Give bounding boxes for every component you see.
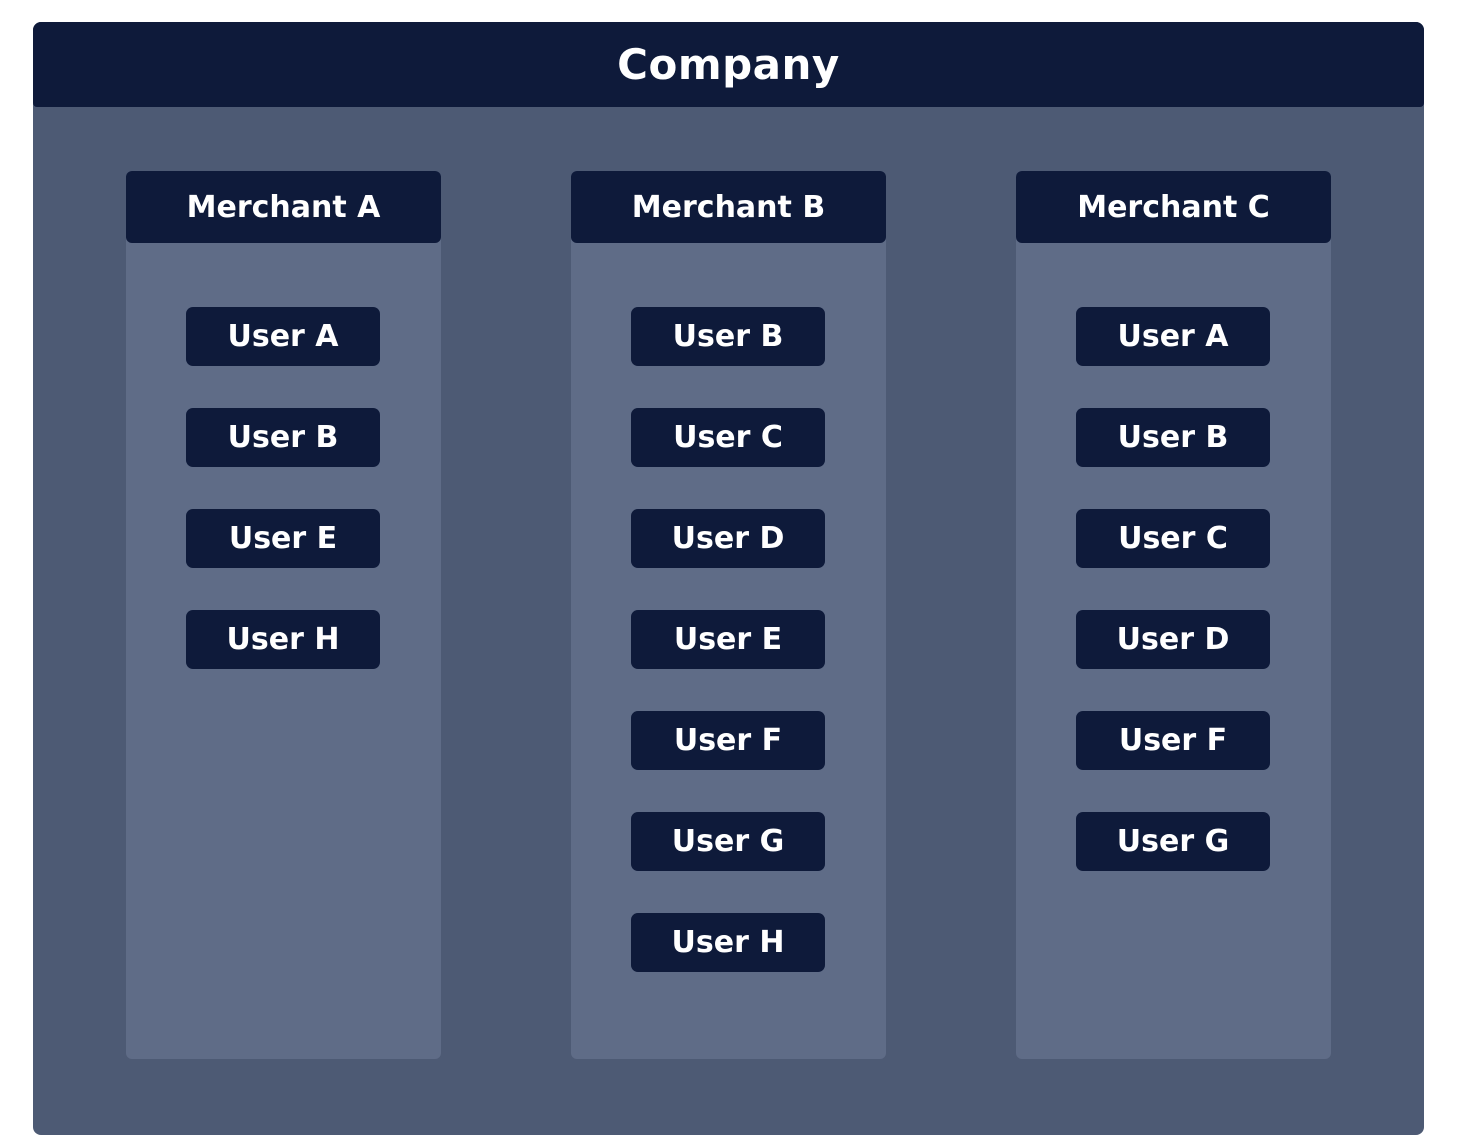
company-title: Company	[617, 40, 840, 89]
user-label: User G	[1116, 824, 1230, 859]
user-node[interactable]: User G	[1076, 812, 1270, 871]
merchant-b-title: Merchant B	[631, 189, 826, 225]
user-label: User B	[672, 319, 784, 354]
user-label: User F	[673, 723, 783, 758]
user-node[interactable]: User C	[1076, 509, 1270, 568]
user-node[interactable]: User B	[186, 408, 380, 467]
user-label: User D	[671, 521, 785, 556]
company-header: Company	[33, 22, 1424, 107]
user-label: User E	[228, 521, 338, 556]
user-node[interactable]: User G	[631, 812, 825, 871]
user-node[interactable]: User D	[631, 509, 825, 568]
user-node[interactable]: User F	[631, 711, 825, 770]
user-label: User H	[671, 925, 785, 960]
merchant-b-column: Merchant B User B User C User D User E U…	[571, 171, 886, 1059]
user-label: User C	[673, 420, 783, 455]
user-label: User E	[673, 622, 783, 657]
user-node[interactable]: User C	[631, 408, 825, 467]
user-label: User F	[1118, 723, 1228, 758]
merchant-b-user-list: User B User C User D User E User F User …	[631, 307, 826, 1014]
user-label: User B	[227, 420, 339, 455]
user-label: User B	[1117, 420, 1229, 455]
user-node[interactable]: User E	[186, 509, 380, 568]
user-label: User A	[227, 319, 339, 354]
user-node[interactable]: User F	[1076, 711, 1270, 770]
merchant-c-user-list: User A User B User C User D User F User …	[1076, 307, 1271, 913]
user-node[interactable]: User A	[186, 307, 380, 366]
user-label: User C	[1118, 521, 1228, 556]
user-label: User A	[1117, 319, 1229, 354]
user-node[interactable]: User D	[1076, 610, 1270, 669]
user-label: User H	[226, 622, 340, 657]
user-label: User G	[671, 824, 785, 859]
merchant-a-column: Merchant A User A User B User E User H	[126, 171, 441, 1059]
merchant-c-column: Merchant C User A User B User C User D U…	[1016, 171, 1331, 1059]
user-node[interactable]: User E	[631, 610, 825, 669]
user-node[interactable]: User A	[1076, 307, 1270, 366]
company-container: Company Merchant A User A User B User E …	[33, 22, 1424, 1135]
merchant-a-user-list: User A User B User E User H	[186, 307, 381, 711]
merchant-c-header: Merchant C	[1016, 171, 1331, 243]
merchant-a-header: Merchant A	[126, 171, 441, 243]
user-label: User D	[1116, 622, 1230, 657]
merchant-a-title: Merchant A	[186, 189, 381, 225]
user-node[interactable]: User H	[186, 610, 380, 669]
user-node[interactable]: User B	[1076, 408, 1270, 467]
merchant-b-header: Merchant B	[571, 171, 886, 243]
user-node[interactable]: User H	[631, 913, 825, 972]
merchant-c-title: Merchant C	[1077, 189, 1270, 225]
user-node[interactable]: User B	[631, 307, 825, 366]
